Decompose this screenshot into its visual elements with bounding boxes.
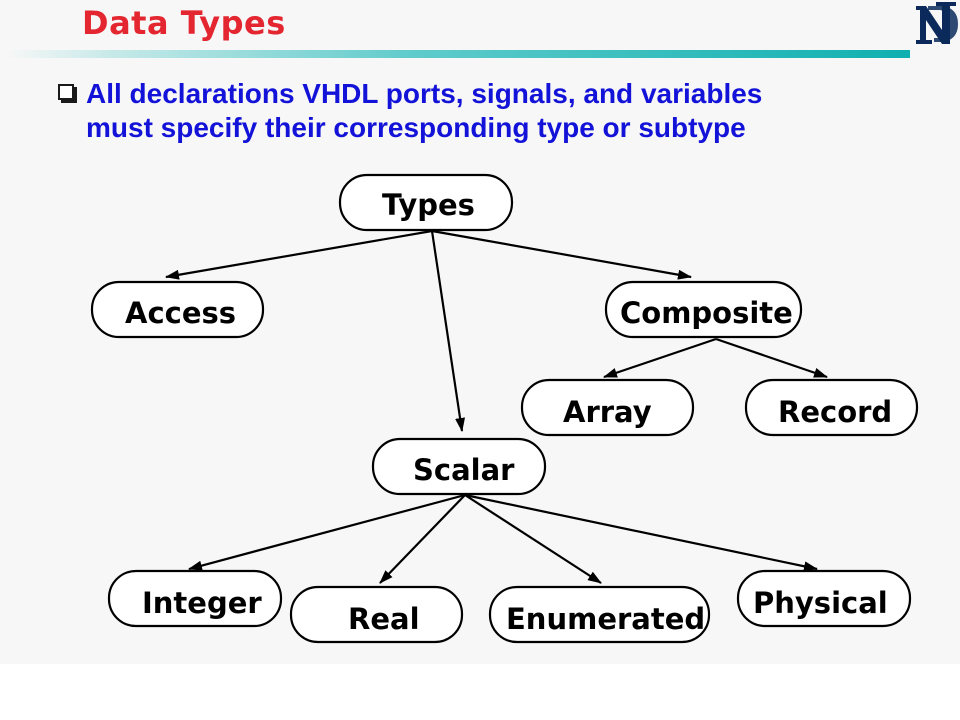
edge-scalar-integer	[188, 493, 466, 571]
node-composite-label: Composite	[620, 296, 793, 330]
node-enumerated: Enumerated	[488, 585, 711, 644]
node-physical-label: Physical	[753, 586, 888, 620]
node-physical: Physical	[736, 569, 912, 628]
edge-types-access	[165, 229, 433, 280]
node-integer: Integer	[107, 569, 283, 628]
node-composite: Composite	[604, 280, 803, 339]
node-enumerated-label: Enumerated	[506, 602, 705, 636]
edge-scalar-physical	[464, 493, 818, 572]
node-access-label: Access	[125, 296, 236, 330]
node-types-label: Types	[382, 188, 475, 222]
edge-types-composite	[431, 229, 692, 280]
edge-composite-array	[603, 337, 717, 379]
edge-scalar-enumerated	[464, 494, 602, 584]
slide-title: Data Types	[82, 4, 286, 42]
node-record-label: Record	[778, 395, 892, 429]
node-record: Record	[744, 378, 919, 437]
title-underline-rule	[6, 50, 910, 58]
node-types: Types	[338, 173, 514, 232]
node-array: Array	[520, 378, 695, 437]
type-hierarchy-diagram: Types Access Composite Array Record Scal…	[90, 173, 919, 644]
node-access: Access	[90, 280, 265, 339]
slide: Data Types All declarations VHDL ports, …	[6, 0, 960, 644]
edge-types-scalar	[430, 230, 466, 432]
node-real-label: Real	[348, 602, 420, 636]
bullet-line-2: must specify their corresponding type or…	[86, 112, 746, 143]
bullet-text: All declarations VHDL ports, signals, an…	[86, 77, 946, 145]
diagram-edges	[165, 229, 828, 584]
node-array-label: Array	[563, 395, 652, 429]
edge-composite-record	[715, 337, 828, 379]
bullet-checkbox-icon	[58, 84, 74, 100]
node-integer-label: Integer	[142, 586, 262, 620]
node-scalar: Scalar	[371, 437, 547, 496]
edge-scalar-real	[379, 494, 466, 584]
node-scalar-label: Scalar	[413, 453, 515, 487]
bullet-line-1: All declarations VHDL ports, signals, an…	[86, 78, 763, 109]
node-real: Real	[289, 585, 464, 644]
notre-dame-logo-icon	[912, 0, 960, 48]
